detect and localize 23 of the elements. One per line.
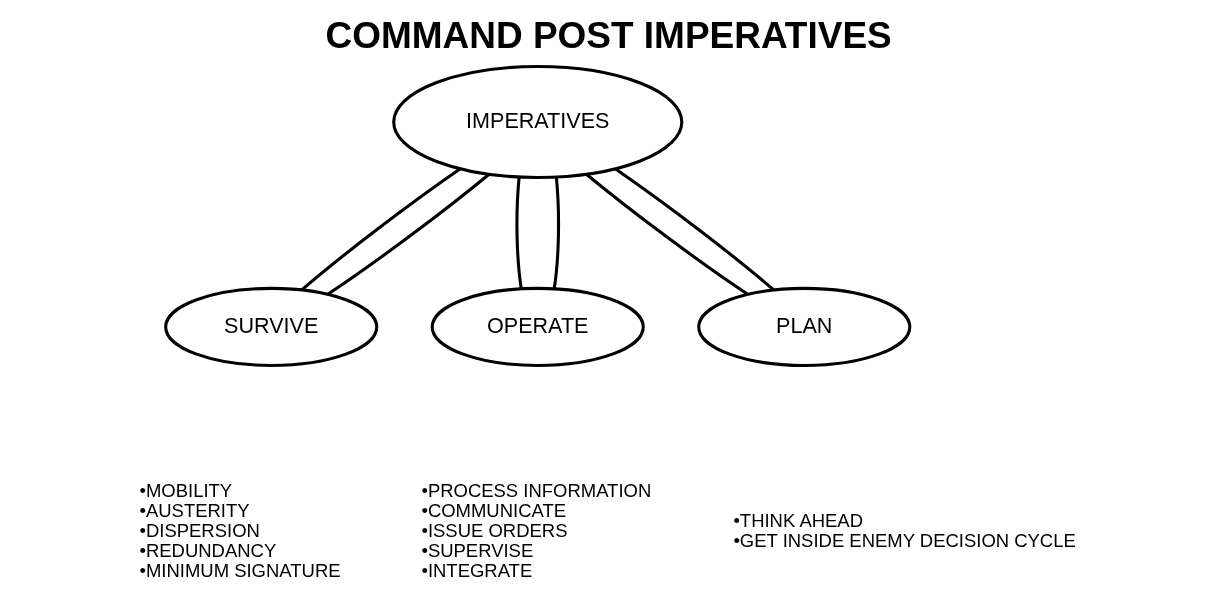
node-label: •PROCESS INFORMATION (420, 480, 651, 502)
connector (326, 173, 490, 296)
connector (552, 176, 560, 290)
node-label: •MINIMUM SIGNATURE (138, 560, 341, 582)
diagram-title: COMMAND POST IMPERATIVES (325, 15, 892, 57)
node-label: •COMMUNICATE (420, 500, 566, 522)
node-label: •MOBILITY (138, 480, 232, 502)
connector (300, 167, 461, 291)
node-ellipse: SURVIVE (163, 286, 378, 367)
node-ellipse: OPERATE (430, 286, 645, 367)
node-label: •THINK AHEAD (732, 510, 863, 532)
connector (613, 167, 774, 291)
connector (585, 173, 749, 296)
node-ellipse: PLAN (696, 286, 911, 367)
node-label: •ISSUE ORDERS (420, 520, 567, 542)
node-label: •AUSTERITY (138, 500, 250, 522)
node-label: •GET INSIDE ENEMY DECISION CYCLE (732, 530, 1076, 552)
node-label: •REDUNDANCY (138, 540, 276, 562)
connector (514, 176, 523, 290)
node-label: •SUPERVISE (420, 540, 533, 562)
node-label: •DISPERSION (138, 520, 260, 542)
node-label: •INTEGRATE (420, 560, 532, 582)
node-ellipse: IMPERATIVES (391, 65, 683, 179)
